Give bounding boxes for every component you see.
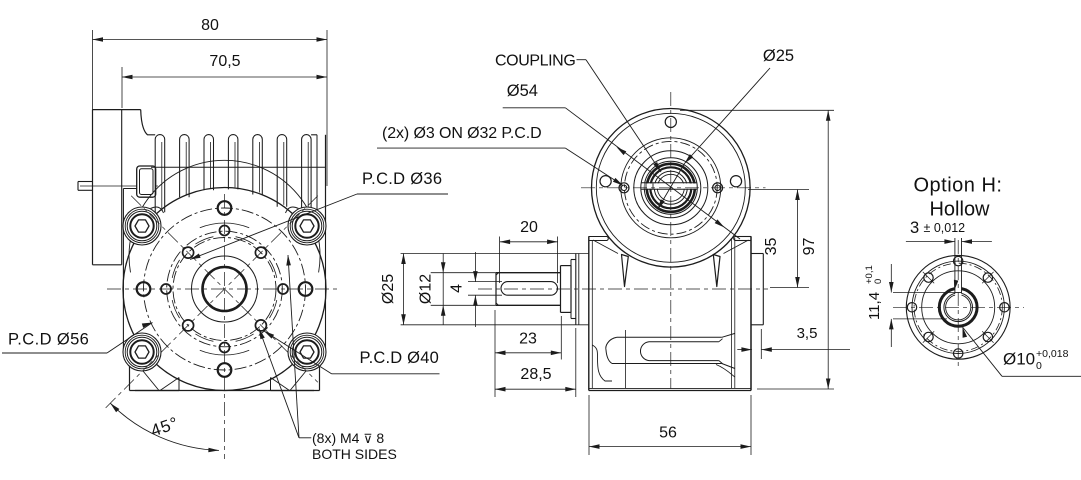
svg-text:28,5: 28,5 <box>520 366 551 383</box>
svg-text:0: 0 <box>873 279 884 284</box>
svg-text:± 0,012: ± 0,012 <box>924 221 966 235</box>
svg-text:20: 20 <box>520 219 538 236</box>
svg-text:COUPLING: COUPLING <box>495 53 575 70</box>
svg-text:3: 3 <box>910 219 919 237</box>
svg-text:(8x) M4 ⊽ 8: (8x) M4 ⊽ 8 <box>312 430 384 446</box>
svg-text:P.C.D Ø56: P.C.D Ø56 <box>8 331 89 349</box>
svg-text:BOTH SIDES: BOTH SIDES <box>312 446 397 462</box>
svg-text:70,5: 70,5 <box>209 53 240 70</box>
svg-text:Ø25: Ø25 <box>380 274 397 304</box>
svg-text:Ø54: Ø54 <box>507 82 538 100</box>
svg-text:+0,1: +0,1 <box>864 265 875 284</box>
svg-text:+0,018: +0,018 <box>1036 348 1069 360</box>
svg-text:Ø10: Ø10 <box>1003 350 1035 369</box>
svg-text:35: 35 <box>763 238 780 256</box>
svg-text:Hollow: Hollow <box>929 198 990 220</box>
svg-text:23: 23 <box>519 331 537 348</box>
svg-text:(2x) Ø3 ON Ø32 P.C.D: (2x) Ø3 ON Ø32 P.C.D <box>382 125 542 142</box>
svg-text:11,4: 11,4 <box>866 292 883 320</box>
svg-text:P.C.D Ø36: P.C.D Ø36 <box>362 170 442 188</box>
svg-text:97: 97 <box>801 238 818 256</box>
svg-text:P.C.D Ø40: P.C.D Ø40 <box>360 349 439 367</box>
svg-text:80: 80 <box>201 17 219 34</box>
svg-text:4: 4 <box>449 284 466 293</box>
svg-text:56: 56 <box>659 425 677 442</box>
svg-text:0: 0 <box>1036 360 1042 372</box>
svg-text:Ø25: Ø25 <box>763 47 794 65</box>
svg-text:Ø12: Ø12 <box>418 274 435 304</box>
svg-text:3,5: 3,5 <box>797 325 818 342</box>
svg-text:Option H:: Option H: <box>914 175 1003 197</box>
